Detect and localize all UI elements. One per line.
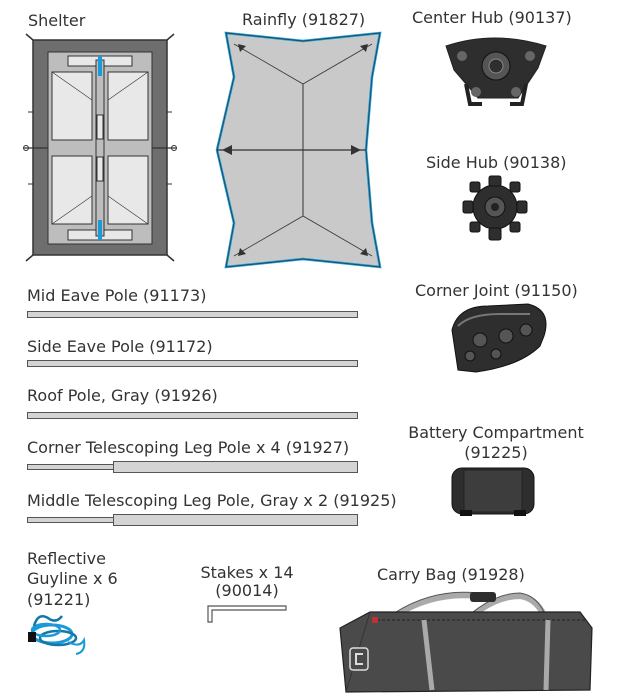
stakes-label-line2: (90014): [215, 581, 279, 600]
side-hub-label: Side Hub (90138): [426, 153, 567, 172]
guyline-label-line2: Guyline x 6: [27, 569, 118, 588]
shelter-illustration: [23, 33, 177, 262]
side-eave-pole-label: Side Eave Pole (91172): [27, 337, 213, 356]
middle-leg-pole-label: Middle Telescoping Leg Pole, Gray x 2 (9…: [27, 491, 397, 510]
guyline-illustration: [28, 615, 86, 655]
middle-leg-pole-outer: [113, 514, 358, 526]
roof-pole-label: Roof Pole, Gray (91926): [27, 386, 218, 405]
guyline-label-line1: Reflective: [27, 549, 106, 568]
corner-leg-pole-outer: [113, 461, 358, 473]
roof-pole: [27, 412, 358, 419]
mid-eave-pole: [27, 311, 358, 318]
stakes-illustration: [207, 605, 287, 623]
center-hub-label: Center Hub (90137): [412, 8, 572, 27]
corner-leg-pole-label: Corner Telescoping Leg Pole x 4 (91927): [27, 438, 350, 457]
battery-label-line2: (91225): [464, 443, 528, 462]
stakes-label-line1: Stakes x 14: [200, 563, 294, 582]
center-hub-illustration: [445, 37, 547, 106]
corner-joint-label: Corner Joint (91150): [415, 281, 578, 300]
battery-label-line1: Battery Compartment: [408, 423, 584, 442]
battery-compartment-illustration: [451, 467, 535, 516]
shelter-label: Shelter: [28, 11, 86, 30]
brand-c-logo-icon: [349, 647, 369, 671]
mid-eave-pole-label: Mid Eave Pole (91173): [27, 286, 207, 305]
carry-bag-label: Carry Bag (91928): [377, 565, 525, 584]
carry-bag-illustration: [339, 591, 593, 693]
side-hub-illustration: [462, 175, 528, 241]
guyline-label-line3: (91221): [27, 590, 91, 609]
rainfly-label: Rainfly (91827): [242, 10, 366, 29]
side-eave-pole: [27, 360, 358, 367]
corner-joint-illustration: [451, 303, 547, 373]
rainfly-illustration: [215, 31, 382, 269]
